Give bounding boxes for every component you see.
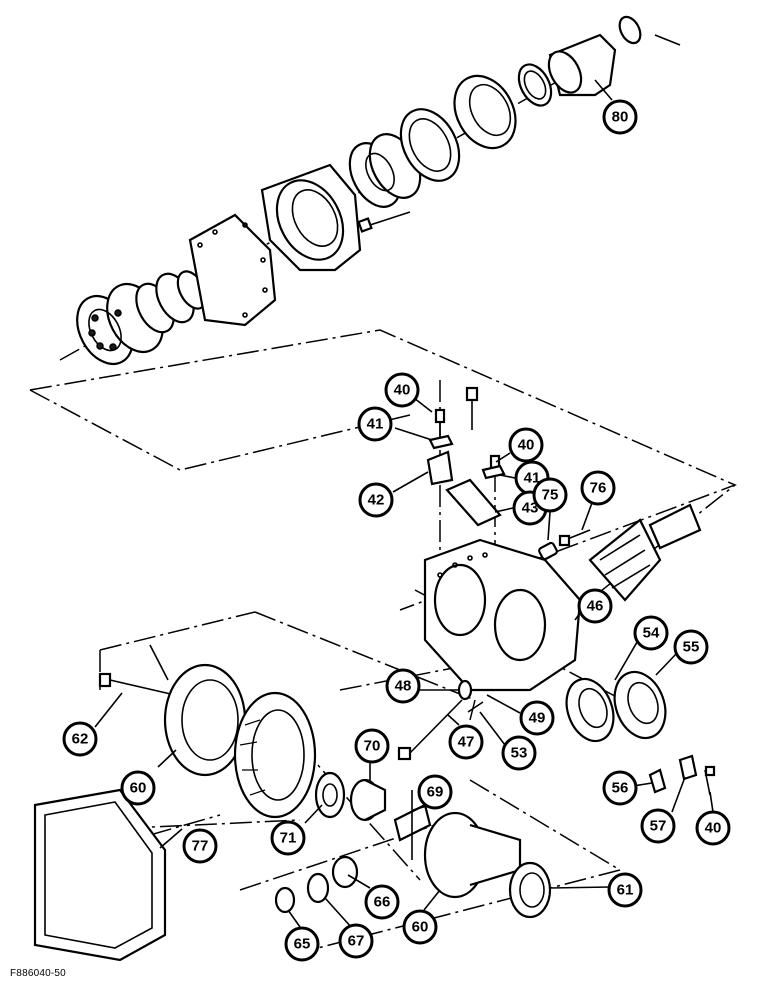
svg-text:40: 40: [394, 382, 411, 399]
figure-identifier: F886040-50: [10, 968, 66, 979]
callout-76: 76: [580, 470, 616, 506]
oil-seal: [517, 63, 553, 107]
drive-pinion: [588, 503, 702, 602]
callout-75: 75: [532, 477, 568, 513]
svg-text:48: 48: [395, 678, 412, 695]
svg-text:69: 69: [427, 784, 444, 801]
flange-nut: [618, 15, 642, 45]
cotter-pin: [654, 34, 681, 46]
svg-text:70: 70: [364, 738, 381, 755]
companion-flange: [547, 33, 617, 97]
svg-text:67: 67: [348, 933, 365, 950]
svg-text:66: 66: [374, 894, 391, 911]
callout-61: 61: [607, 872, 643, 908]
callout-60-upper: 60: [120, 770, 156, 806]
retainer-gasket: [399, 108, 461, 182]
cap-screw-40-lower: [704, 765, 716, 796]
callout-67: 67: [338, 923, 374, 959]
diff-case-60-lower: [423, 811, 522, 899]
callout-53: 53: [501, 735, 537, 771]
bolt-76: [558, 529, 591, 547]
lock-56: [648, 768, 667, 794]
bearing-left: [76, 283, 164, 365]
svg-text:71: 71: [280, 830, 297, 847]
svg-text:55: 55: [683, 639, 700, 656]
svg-text:41: 41: [524, 470, 541, 487]
callout-62: 62: [62, 721, 98, 757]
carrier-gasket-77: [33, 788, 167, 962]
washer-48: [457, 679, 473, 701]
callout-56: 56: [602, 770, 638, 806]
carrier-housing: [423, 538, 582, 692]
callout-40-right: 40: [508, 427, 544, 463]
lock-57: [678, 754, 698, 781]
svg-text:76: 76: [590, 480, 607, 497]
bearing-54: [565, 677, 615, 743]
pinion-cage-housing: [260, 163, 362, 272]
svg-text:46: 46: [587, 598, 604, 615]
svg-text:54: 54: [643, 625, 660, 642]
callout-57: 57: [640, 808, 676, 844]
bolt-upper: [357, 211, 411, 233]
callout-65: 65: [284, 926, 320, 962]
callout-71: 71: [270, 820, 306, 856]
svg-text:75: 75: [542, 487, 559, 504]
callout-70: 70: [354, 728, 390, 764]
bolt-62: [98, 672, 176, 696]
svg-text:40: 40: [705, 820, 722, 837]
callout-47: 47: [448, 724, 484, 760]
callout-42: 42: [358, 482, 394, 518]
thrust-washer-71: [314, 771, 346, 819]
pinion-gear-washers: [274, 855, 359, 914]
svg-text:49: 49: [529, 710, 546, 727]
adjuster-nut: [613, 670, 667, 740]
callout-41-left: 41: [357, 406, 393, 442]
axis-lines: [59, 79, 661, 891]
callout-60-lower: 60: [402, 909, 438, 945]
leader-lines: [94, 79, 714, 929]
bolt-top-60: [149, 644, 169, 681]
callout-40-lower: 40: [695, 810, 731, 846]
svg-text:80: 80: [612, 109, 629, 126]
callout-48: 48: [385, 668, 421, 704]
callout-49: 49: [519, 700, 555, 736]
callout-40-top: 40: [384, 372, 420, 408]
svg-text:40: 40: [518, 437, 535, 454]
svg-text:56: 56: [612, 780, 629, 797]
callout-66: 66: [364, 884, 400, 920]
svg-text:47: 47: [458, 734, 475, 751]
side-gear-70: [349, 778, 387, 822]
dowel-bushing: [538, 541, 558, 561]
svg-text:62: 62: [72, 731, 89, 748]
callout-55: 55: [673, 629, 709, 665]
callout-77: 77: [182, 828, 218, 864]
bearing-retainer: [453, 74, 517, 150]
svg-text:43: 43: [522, 500, 539, 517]
callout-69: 69: [417, 774, 453, 810]
pin-53: [467, 701, 484, 713]
svg-text:53: 53: [511, 745, 528, 762]
svg-text:77: 77: [192, 838, 209, 855]
callout-80: 80: [602, 99, 638, 135]
callout-46: 46: [577, 588, 613, 624]
lock-plates: [428, 434, 506, 480]
svg-text:41: 41: [367, 416, 384, 433]
svg-text:42: 42: [368, 492, 385, 509]
bolt-47: [397, 699, 463, 761]
svg-text:60: 60: [130, 780, 147, 797]
plate-43: [445, 478, 502, 527]
callouts: 80 40 41 40 41 42 43 75 76 46 54 55 48 4…: [62, 99, 731, 962]
svg-text:65: 65: [294, 936, 311, 953]
callout-54: 54: [633, 615, 669, 651]
svg-text:61: 61: [617, 882, 634, 899]
cap-screws: [434, 386, 501, 470]
diff-case-half: [163, 663, 247, 777]
svg-text:57: 57: [650, 818, 667, 835]
locking-bracket: [426, 450, 454, 486]
bearing-cup-61: [508, 861, 552, 919]
ring-gear: [233, 691, 317, 819]
svg-text:60: 60: [412, 919, 429, 936]
gasket-plate: [188, 213, 277, 327]
